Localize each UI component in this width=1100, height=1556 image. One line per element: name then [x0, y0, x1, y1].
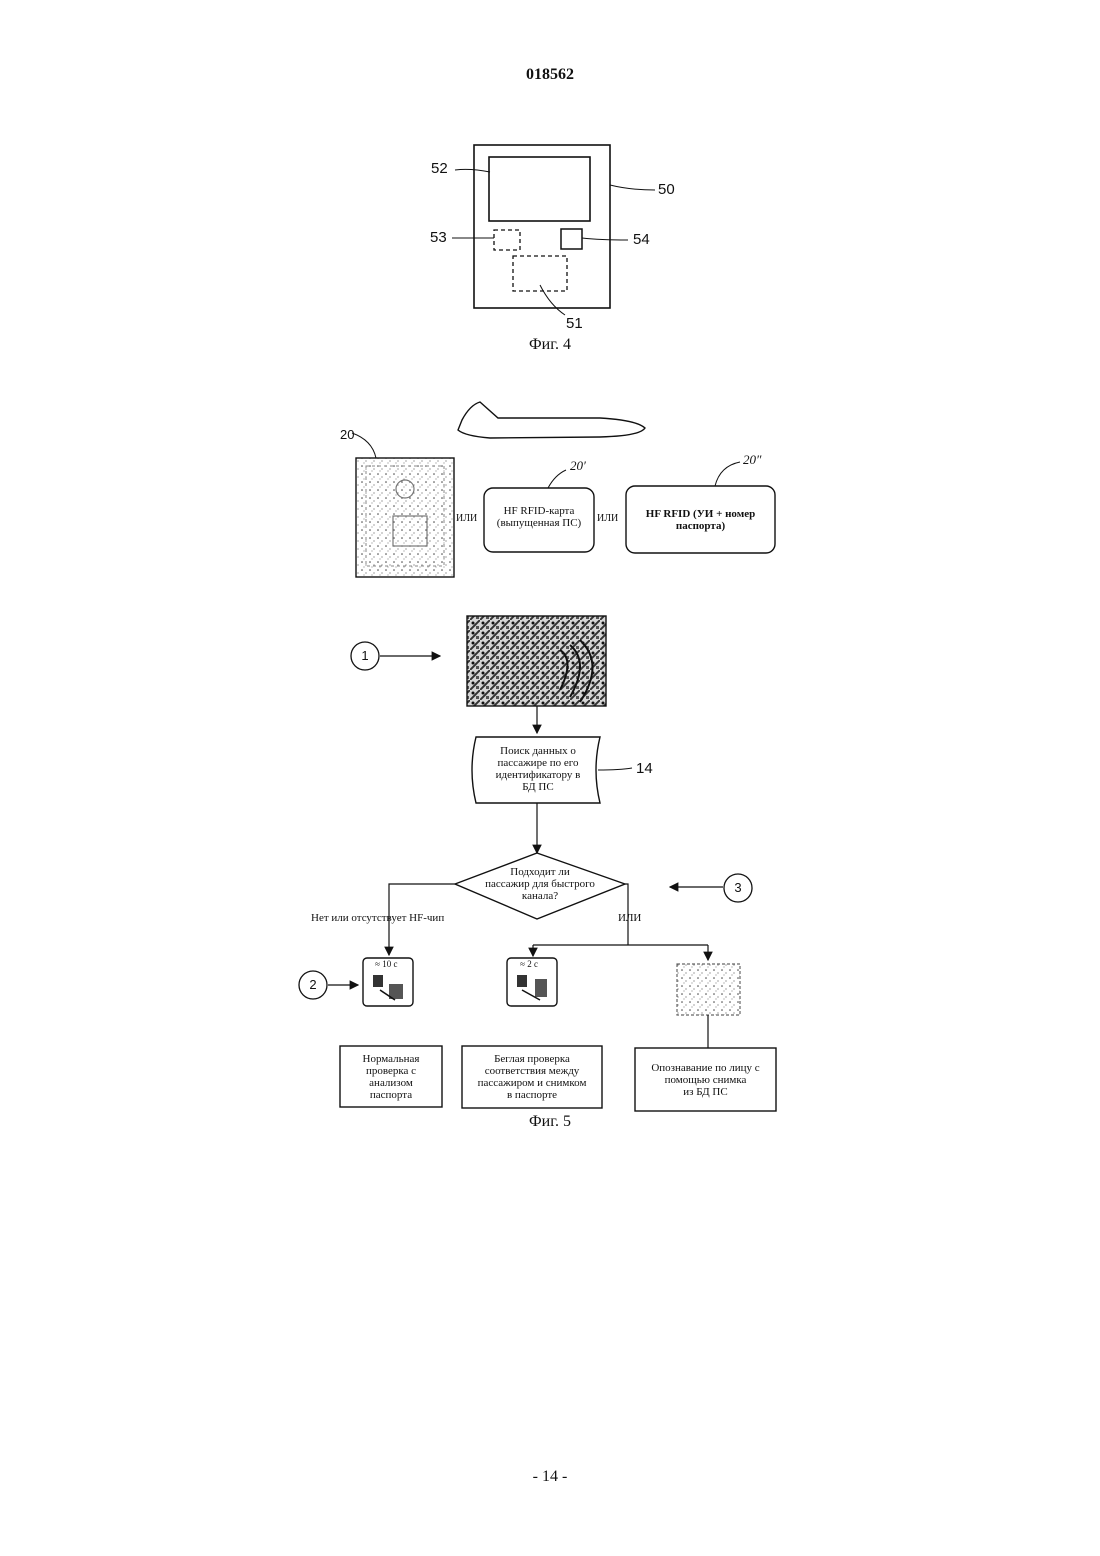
fig5-caption: Фиг. 5	[0, 1113, 1100, 1131]
leader-52	[455, 169, 490, 172]
or-label-1: ИЛИ	[456, 513, 477, 524]
label-53: 53	[430, 229, 447, 246]
airplane-icon	[458, 402, 645, 438]
leader-54	[582, 238, 628, 240]
no-branch-label: Нет или отсутствует HF-чип	[311, 912, 444, 924]
card-20-prime-text: HF RFID-карта (выпущенная ПС)	[484, 505, 594, 529]
label-51: 51	[566, 315, 583, 332]
decision-text: Подходит ли пассажир для быстрого канала…	[455, 866, 625, 902]
ref-20: 20	[340, 427, 354, 442]
card-20-double-prime-text: HF RFID (УИ + номер паспорта)	[626, 508, 775, 532]
or-label-2: ИЛИ	[597, 513, 618, 524]
outcome-quick-text: Беглая проверка соответствия между пасса…	[462, 1053, 602, 1101]
ref-14: 14	[636, 760, 653, 777]
outcome-normal-text: Нормальная проверка с анализом паспорта	[340, 1053, 442, 1101]
outcome-face-text: Опознавание по лицу с помощью снимка из …	[635, 1062, 776, 1098]
connector-2-label: 2	[299, 977, 327, 992]
face-recognition-image	[677, 964, 740, 1015]
passport-card-20	[356, 458, 454, 577]
search-step-text: Поиск данных о пассажире по его идентифи…	[476, 745, 600, 793]
connector-3-label: 3	[724, 880, 752, 895]
connector-1-label: 1	[351, 648, 379, 663]
label-52: 52	[431, 160, 448, 177]
fig4-drawing	[0, 0, 1100, 340]
ref-20-prime: 20′	[570, 458, 586, 474]
module-54	[561, 229, 582, 249]
fig4-caption: Фиг. 4	[0, 336, 1100, 354]
leader-50	[610, 185, 655, 190]
page-number: - 14 -	[0, 1468, 1100, 1486]
leader-51	[540, 285, 565, 315]
or-label-3: ИЛИ	[618, 912, 641, 924]
screen-52	[489, 157, 590, 221]
label-50: 50	[658, 181, 675, 198]
module-53	[494, 230, 520, 250]
time-2s-label: ≈ 2 с	[520, 959, 538, 969]
label-54: 54	[633, 231, 650, 248]
ref-20-double-prime: 20″	[743, 452, 761, 468]
time-10s-label: ≈ 10 с	[375, 959, 397, 969]
